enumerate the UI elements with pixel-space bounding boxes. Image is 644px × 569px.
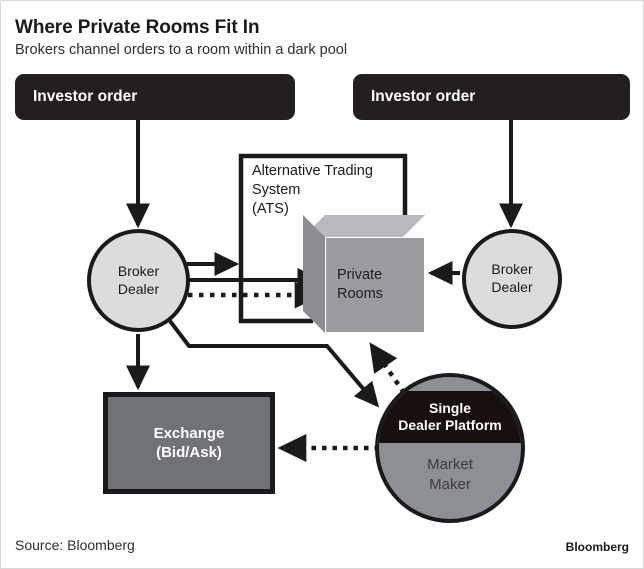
broker-dealer-left-line1: Broker <box>117 262 160 279</box>
exchange-box[interactable]: Exchange (Bid/Ask) <box>103 392 275 494</box>
single-dealer-platform-banner: Single Dealer Platform <box>379 391 521 443</box>
broker-dealer-circle-right[interactable]: Broker Dealer <box>462 229 562 329</box>
single-dealer-platform-line2: Dealer Platform <box>398 417 502 433</box>
broker-dealer-left-line2: Dealer <box>117 280 160 297</box>
ats-label: Alternative Trading System (ATS) <box>252 162 402 219</box>
investor-order-label-right: Investor order <box>371 88 476 105</box>
investor-order-box-left[interactable]: Investor order <box>15 74 295 120</box>
private-rooms-label-line2: Rooms <box>337 286 383 302</box>
exchange-label-line1: Exchange <box>153 424 225 442</box>
cube-front-face: Private Rooms <box>325 237 425 333</box>
private-rooms-label-line1: Private <box>337 267 383 284</box>
cube-left-face <box>303 215 325 333</box>
arrow-market-maker-to-private-rooms-dotted <box>369 342 406 395</box>
investor-order-label-left: Investor order <box>33 88 138 105</box>
cube-top-face <box>303 215 425 237</box>
broker-dealer-circle-left[interactable]: Broker Dealer <box>87 229 190 332</box>
bloomberg-brand: Bloomberg <box>565 540 629 554</box>
market-maker-circle[interactable]: Single Dealer Platform Market Maker <box>375 373 525 523</box>
single-dealer-platform-line1: Single <box>428 400 471 417</box>
broker-dealer-right-line2: Dealer <box>491 279 533 295</box>
private-rooms-cube[interactable]: Private Rooms <box>303 215 425 333</box>
page-title: Where Private Rooms Fit In <box>15 17 260 38</box>
ats-label-line1: Alternative Trading <box>252 163 373 179</box>
page-subtitle: Brokers channel orders to a room within … <box>15 42 348 58</box>
source-credit: Source: Bloomberg <box>15 537 135 553</box>
broker-dealer-right-line1: Broker <box>491 261 533 278</box>
market-maker-label: Market Maker <box>379 455 521 494</box>
investor-order-box-right[interactable]: Investor order <box>353 74 630 120</box>
ats-label-line2: System <box>252 182 301 199</box>
market-maker-label-line2: Maker <box>429 475 471 493</box>
market-maker-label-line1: Market <box>427 456 473 473</box>
exchange-label-line2: (Bid/Ask) <box>156 444 222 461</box>
